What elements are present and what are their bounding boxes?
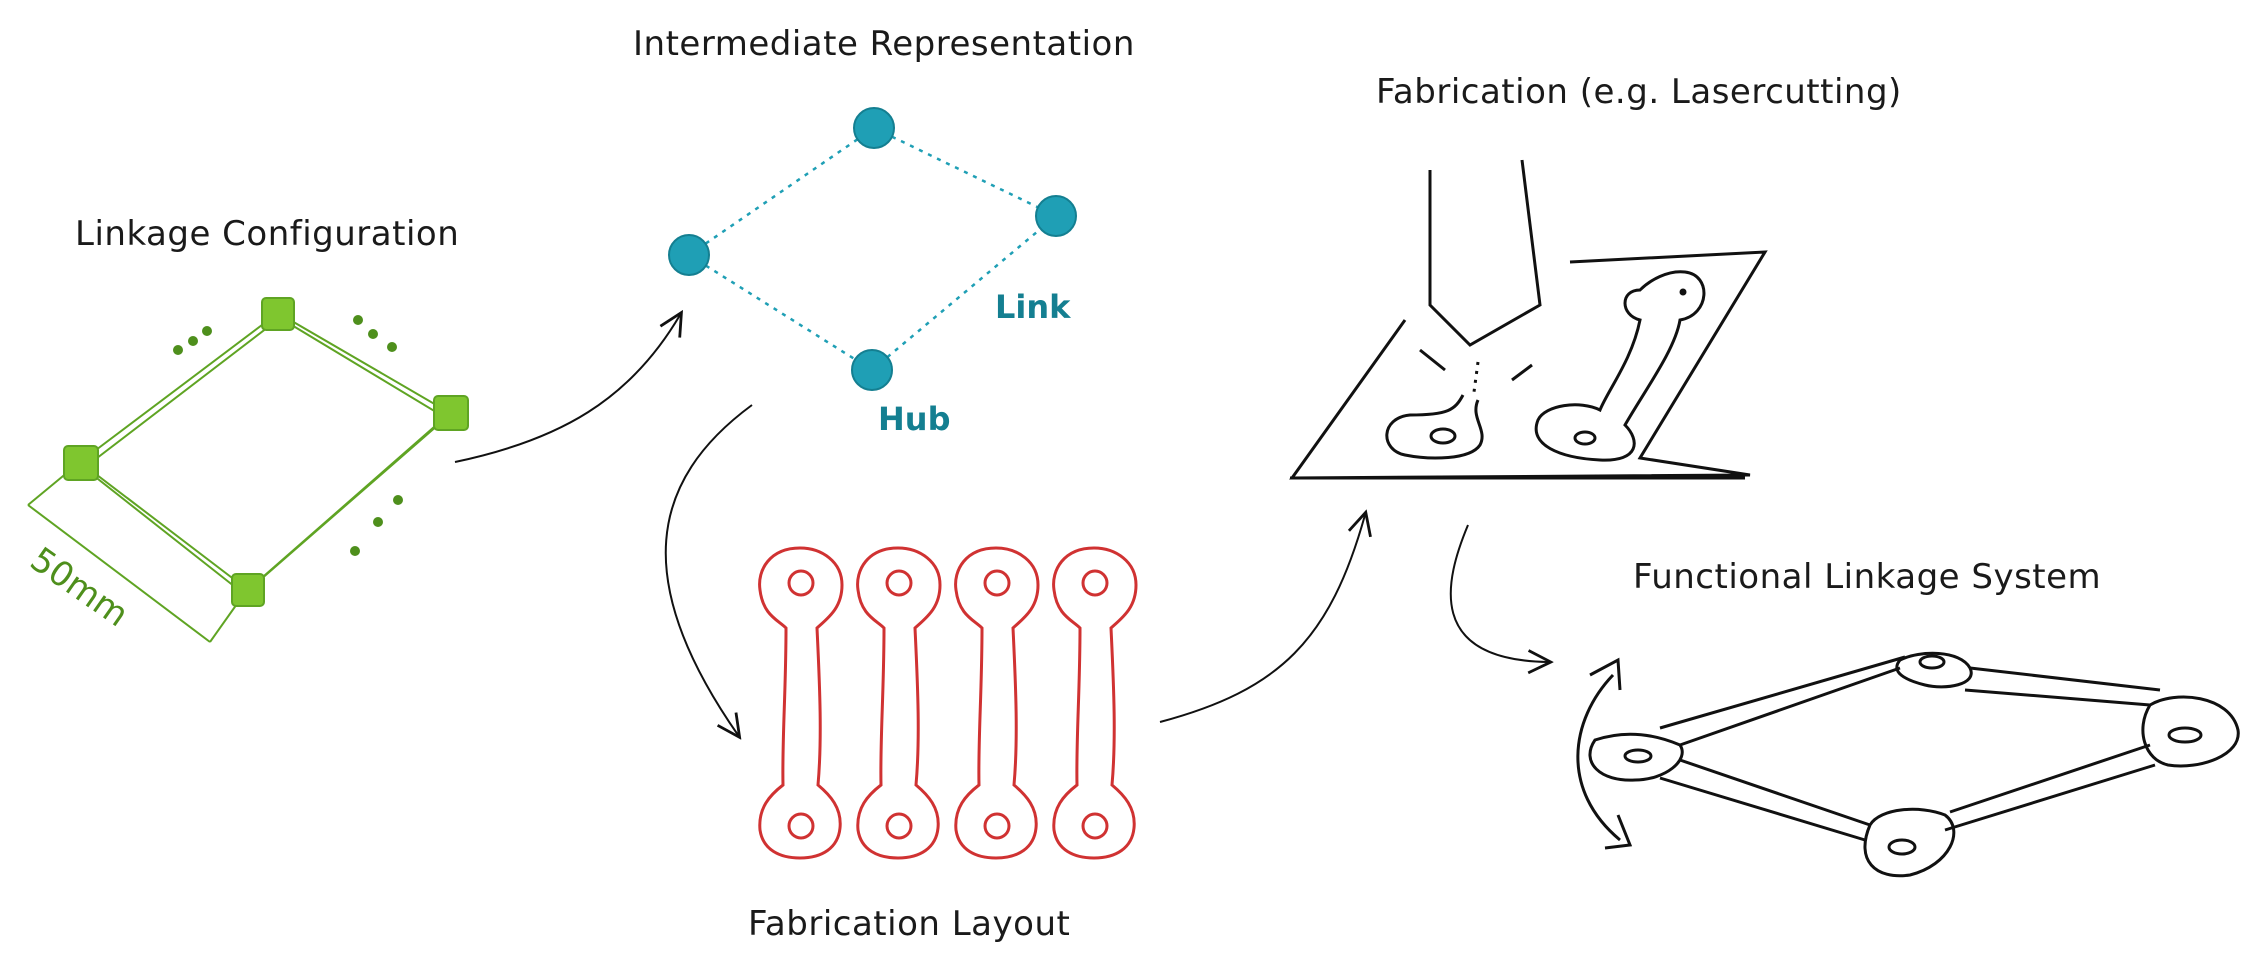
dimension-label: 50mm (23, 540, 136, 636)
joint-left (63, 445, 99, 481)
fabrication-layout-title: Fabrication Layout (748, 904, 1070, 944)
link-part-3 (954, 546, 1040, 860)
intermediate-representation: Intermediate Representation Link Hub (633, 24, 1135, 438)
linkage-joints (63, 297, 469, 607)
hub-node-left (668, 234, 710, 276)
assembled-linkage (1576, 651, 2240, 878)
link-part-4 (1052, 546, 1138, 860)
links-dashed (688, 126, 1057, 372)
hubs (668, 107, 1077, 391)
fabrication-lasercutting: Fabrication (e.g. Lasercutting) (1289, 72, 1902, 480)
hub-right (2141, 695, 2240, 768)
arrow-to-fabrication (1159, 515, 1365, 723)
arrow-to-intermediate (454, 315, 680, 463)
arrow-to-functional (1449, 524, 1548, 662)
laser-head (1428, 159, 1542, 347)
functional-linkage-title: Functional Linkage System (1633, 557, 2101, 597)
hub-node-bottom (851, 349, 893, 391)
cut-piece-right (1534, 270, 1706, 462)
functional-linkage-system: Functional Linkage System (1576, 557, 2240, 878)
fabrication-layout (758, 546, 1138, 860)
hub-node-top (853, 107, 895, 149)
hub-label: Hub (878, 400, 950, 438)
hub-bottom (1863, 807, 1956, 878)
hub-top (1895, 651, 1973, 689)
fabrication-title: Fabrication (e.g. Lasercutting) (1376, 72, 1902, 112)
continuation-dots (173, 315, 403, 556)
link-part-2 (856, 546, 942, 860)
laser-cutter (1289, 159, 1768, 480)
cut-piece-left (1385, 394, 1484, 460)
linkage-configuration: Linkage Configuration 50mm (23, 214, 469, 643)
link-label: Link (995, 288, 1071, 326)
arrow-to-layout (664, 404, 753, 735)
rotation-arrow (1576, 673, 1621, 842)
joint-bottom (231, 573, 265, 607)
joint-right (433, 395, 469, 431)
intermediate-representation-title: Intermediate Representation (633, 24, 1135, 64)
linkage-configuration-title: Linkage Configuration (75, 214, 459, 254)
hub-left (1588, 732, 1684, 782)
hub-node-right (1035, 195, 1077, 237)
link-part-1 (758, 546, 844, 860)
material-sheet (1289, 250, 1768, 480)
joint-top (261, 297, 295, 331)
